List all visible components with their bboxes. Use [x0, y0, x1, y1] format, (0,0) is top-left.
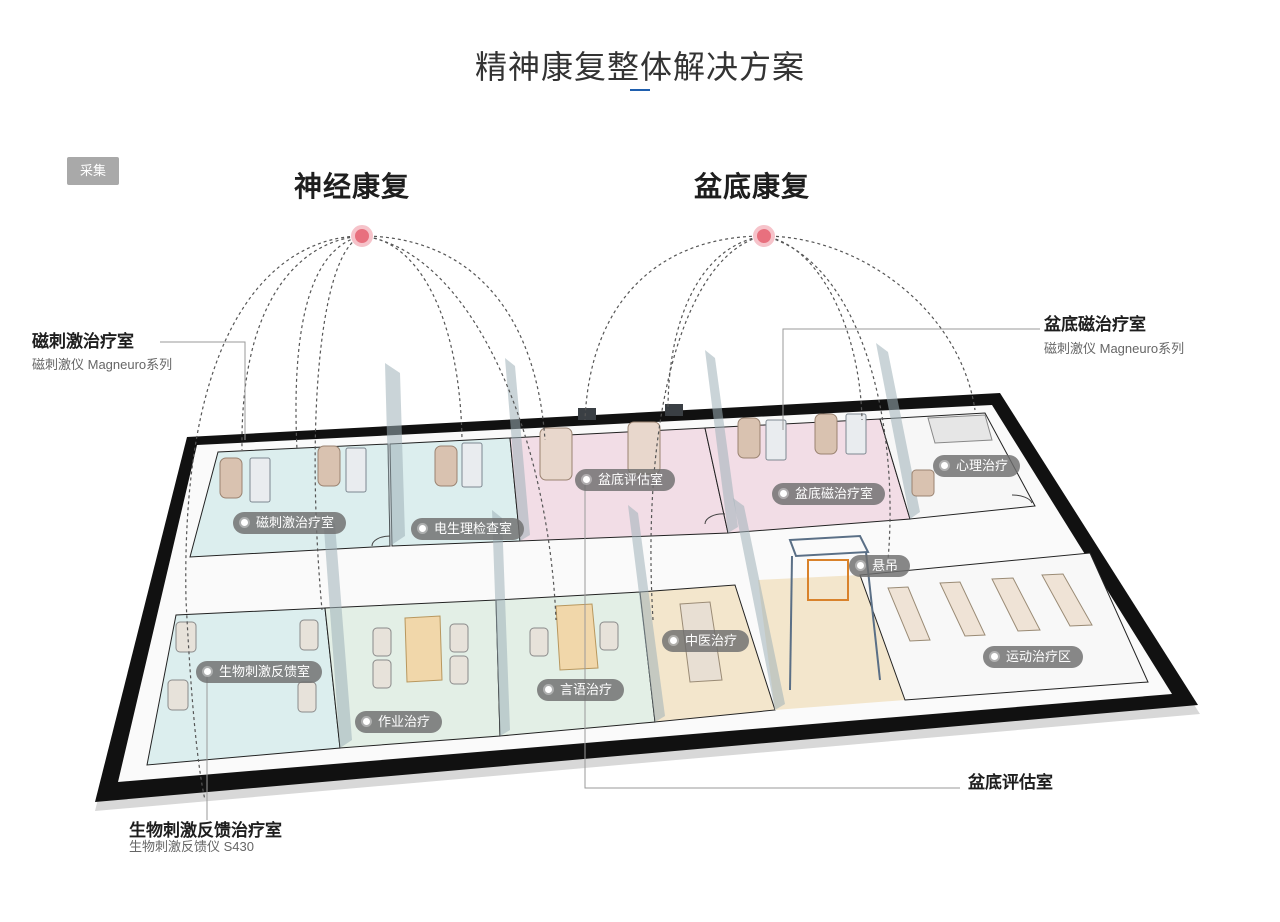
section-title-pelvic: 盆底康复	[694, 171, 811, 202]
tag-label: 磁刺激治疗室	[256, 515, 335, 530]
callout-biofeedback-sub: 生物刺激反馈仪 S430	[129, 839, 254, 854]
callout-magnetic-room-title: 磁刺激治疗室	[32, 332, 134, 351]
tag-label: 言语治疗	[560, 682, 613, 697]
tag-tcm-room[interactable]: 中医治疗	[662, 630, 750, 652]
callout-pelvic-eval-title: 盆底评估室	[968, 773, 1053, 792]
callout-pelvic-magnetic-title: 盆底磁治疗室	[1044, 315, 1146, 334]
tag-electro-room[interactable]: 电生理检查室	[411, 518, 525, 540]
title-underline	[630, 89, 650, 91]
tag-dot-icon	[941, 462, 948, 470]
tag-label: 运动治疗区	[1006, 649, 1072, 664]
tag-dot-icon	[583, 476, 590, 484]
collect-button[interactable]: 采集	[67, 157, 119, 185]
hub-neuro-icon	[351, 225, 373, 247]
door-arc	[1011, 494, 1033, 504]
tag-label: 悬吊	[872, 558, 899, 573]
desk-icon	[927, 414, 993, 444]
tag-psych-room[interactable]: 心理治疗	[933, 455, 1021, 477]
tag-dot-icon	[670, 637, 677, 645]
callout-magnetic-room-sub: 磁刺激仪 Magneuro系列	[32, 357, 173, 372]
tag-label: 生物刺激反馈室	[219, 664, 311, 679]
glass-partition	[385, 363, 405, 546]
leader-lines	[160, 328, 1040, 820]
tag-occupational-room[interactable]: 作业治疗	[355, 711, 443, 733]
tag-label: 电生理检查室	[434, 521, 513, 536]
tag-dot-icon	[545, 686, 552, 694]
glass-partition	[505, 358, 530, 541]
door-arc	[704, 513, 726, 525]
treatment-chair-icon	[219, 413, 838, 499]
therapy-bed-icon	[887, 573, 1093, 642]
tag-label: 盆底磁治疗室	[795, 486, 874, 501]
glass-partition	[733, 498, 785, 710]
tag-dot-icon	[991, 653, 998, 661]
tag-pelvic-eval-room[interactable]: 盆底评估室	[575, 469, 676, 491]
glass-partition	[876, 343, 920, 519]
glass-partition	[628, 505, 665, 722]
tag-label: 中医治疗	[685, 633, 738, 648]
tag-magnetic-room[interactable]: 磁刺激治疗室	[233, 512, 347, 534]
door-arc	[371, 535, 391, 547]
tag-dot-icon	[241, 519, 248, 527]
tag-dot-icon	[780, 490, 787, 498]
tag-label: 作业治疗	[378, 714, 431, 729]
glass-partition	[492, 510, 510, 736]
tag-label: 心理治疗	[956, 458, 1009, 473]
tag-dot-icon	[363, 718, 370, 726]
callout-biofeedback-title: 生物刺激反馈治疗室	[129, 821, 282, 840]
tag-label: 盆底评估室	[598, 472, 664, 487]
tag-dot-icon	[204, 668, 211, 676]
tag-exercise-area[interactable]: 运动治疗区	[983, 646, 1084, 668]
section-title-neuro: 神经康复	[294, 171, 411, 202]
table-icon	[404, 603, 599, 683]
tag-pelvic-magnetic-room[interactable]: 盆底磁治疗室	[772, 483, 886, 505]
page-title: 精神康复整体解决方案	[474, 49, 805, 85]
hub-pelvic-icon	[753, 225, 775, 247]
tag-suspension[interactable]: 悬吊	[849, 555, 911, 577]
callout-pelvic-magnetic-sub: 磁刺激仪 Magneuro系列	[1044, 341, 1185, 356]
room-suspension	[758, 575, 905, 710]
monitor-icon	[578, 404, 683, 420]
glass-partition	[705, 350, 738, 533]
chair-icon	[167, 619, 619, 713]
connection-arcs	[185, 235, 976, 801]
sofa-icon	[911, 469, 935, 497]
tag-dot-icon	[419, 525, 426, 533]
glass-partition	[323, 515, 352, 748]
medical-cart-icon	[249, 413, 867, 503]
tag-biofeedback-room[interactable]: 生物刺激反馈室	[196, 661, 323, 683]
tag-dot-icon	[857, 562, 864, 570]
tag-speech-room[interactable]: 言语治疗	[537, 679, 625, 701]
